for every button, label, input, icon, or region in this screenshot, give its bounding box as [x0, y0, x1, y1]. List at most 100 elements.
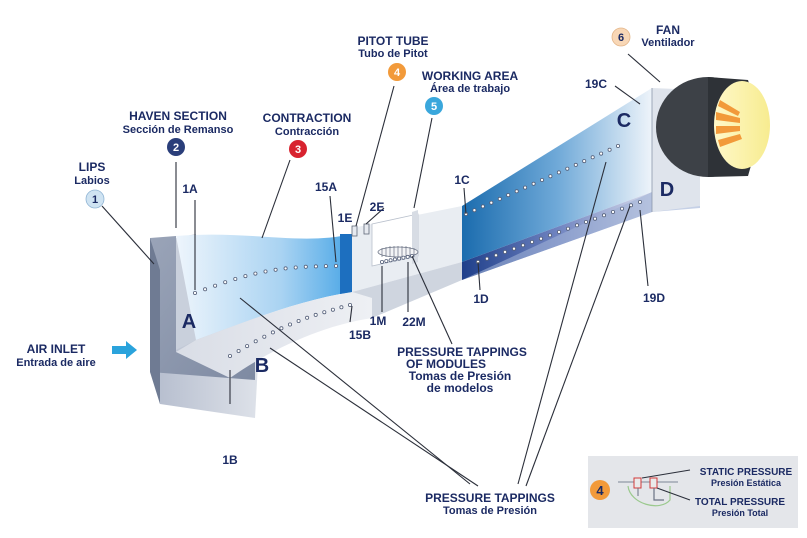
tap-dot-row-a [223, 280, 228, 285]
tap-dot-row-c [607, 147, 612, 152]
fan-title: FAN [656, 23, 680, 37]
badge-5-number: 5 [431, 101, 437, 113]
tap-dot-row-c [548, 174, 553, 179]
module-tappings-line3: Tomas de Presión [409, 369, 511, 383]
tap-label-2e: 2E [370, 200, 385, 214]
tap-dot-row-d [638, 199, 643, 204]
tap-dot-row-d [575, 223, 580, 228]
tap-dot-row-d [484, 256, 489, 261]
tap-dot-row-b [279, 326, 284, 331]
tap-dot-row-c [506, 193, 511, 198]
total-pressure-subtitle: Presión Total [712, 508, 768, 518]
tap-dot-row-d [493, 253, 498, 258]
working-title: WORKING AREA [422, 69, 519, 83]
tap-dot-row-d [602, 213, 607, 218]
tap-dot-row-d [521, 243, 526, 248]
haven-subtitle: Sección de Remanso [123, 124, 234, 136]
pressure-tappings-title: PRESSURE TAPPINGS [425, 491, 555, 505]
badge-1: 1 [85, 189, 105, 209]
contraction-title: CONTRACTION [263, 111, 352, 125]
face-b-label: B [255, 355, 269, 377]
tap-dot-row-b [296, 318, 301, 323]
pitot-subtitle: Tubo de Pitot [358, 48, 428, 60]
tap-dot-row-d [611, 209, 616, 214]
working-subtitle: Área de trabajo [430, 82, 510, 95]
tap-dot-row-a [253, 271, 258, 276]
badge-4: 4 [388, 63, 406, 81]
static-pressure-title: STATIC PRESSURE [700, 467, 793, 478]
tap-dot-row-b [262, 334, 267, 339]
tap-dot-row-a [303, 264, 308, 269]
fan-shape [656, 77, 770, 177]
tap-dot-row-a [213, 283, 218, 288]
badge-2: 2 [167, 138, 185, 156]
tap-dot-row-c [531, 181, 536, 186]
tap-dot-row-a [263, 269, 268, 274]
tap-dot-row-c [497, 196, 502, 201]
static-pressure-subtitle: Presión Estática [711, 478, 782, 488]
tap-dot-row-d [548, 233, 553, 238]
tap-dot-row-c [540, 177, 545, 182]
diffuser-face-c [462, 88, 652, 262]
tap-dot-row-b [253, 339, 258, 344]
tap-dot-row-a [323, 264, 328, 269]
tap-dot-row-b [236, 348, 241, 353]
badge-5: 5 [425, 97, 443, 115]
badge-4-number: 4 [394, 67, 401, 79]
tap-dot-row-d [584, 219, 589, 224]
tap-dot-row-d [512, 246, 517, 251]
tap-dot-row-c [582, 159, 587, 164]
tap-dot-row-b [313, 312, 318, 317]
fan-subtitle: Ventilador [641, 37, 695, 49]
tap-dot-row-c [599, 151, 604, 156]
tap-dot-row-b [322, 310, 327, 315]
pitot-title: PITOT TUBE [357, 34, 428, 48]
tap-label-1d: 1D [473, 292, 489, 306]
tap-dot-row-d [502, 249, 507, 254]
tap-dot-row-module [397, 256, 402, 261]
tap-label-15a: 15A [315, 180, 337, 194]
tap-dot-row-d [593, 216, 598, 221]
air-inlet-arrow [112, 341, 137, 359]
tap-dot-row-b [270, 330, 275, 335]
air-inlet-subtitle: Entrada de aire [16, 357, 95, 369]
tap-dot-row-a [243, 274, 248, 279]
tap-dot-row-a [203, 287, 208, 292]
module-tappings-line4: de modelos [427, 381, 494, 395]
pressure-tappings-subtitle: Tomas de Presión [443, 505, 537, 517]
tap-dot-row-b [245, 344, 250, 349]
tap-label-19c: 19C [585, 77, 607, 91]
tap-label-1c: 1C [454, 173, 470, 187]
tap-dot-row-c [590, 155, 595, 160]
tap-dot-row-b [305, 315, 310, 320]
tap-dot-row-module [392, 257, 397, 262]
contraction-face-a [176, 234, 352, 340]
tap-dot-row-d [566, 226, 571, 231]
contraction-subtitle: Contracción [275, 126, 339, 138]
pitot-inset: 4 STATIC PRESSURE Presión Estática TOTAL… [588, 456, 798, 528]
tap-dot-row-d [557, 229, 562, 234]
tap-dot-row-b [347, 302, 352, 307]
badge-3: 3 [289, 140, 307, 158]
tap-dot-row-c [556, 170, 561, 175]
tap-dot-row-b [339, 305, 344, 310]
tap-dot-row-a [192, 290, 197, 295]
tap-dot-row-a [233, 276, 238, 281]
tap-label-1a: 1A [182, 182, 198, 196]
tap-label-1e: 1E [338, 211, 353, 225]
leader-lines [101, 53, 661, 487]
tap-dot-row-d [530, 239, 535, 244]
tap-dot-row-a [273, 267, 278, 272]
tap-dot-row-b [227, 353, 232, 358]
tap-dot-row-c [565, 166, 570, 171]
tap-dot-row-c [573, 162, 578, 167]
haven-title: HAVEN SECTION [129, 109, 227, 123]
tap-dot-row-module [405, 254, 410, 259]
inset-background [588, 456, 798, 528]
tap-dot-row-module [388, 258, 393, 263]
face-d-label: D [660, 179, 674, 201]
tap-dot-row-module [379, 259, 384, 264]
module-tappings-line1: PRESSURE TAPPINGS [397, 345, 527, 359]
badge-1-number: 1 [92, 194, 98, 206]
